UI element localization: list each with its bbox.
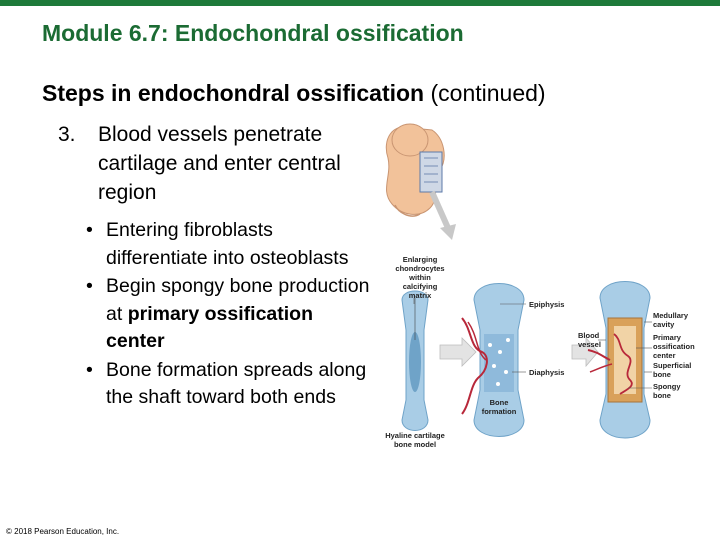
subtitle-bold: Steps in endochondral ossification — [42, 80, 425, 106]
bullet-item: • Entering fibroblasts differentiate int… — [86, 217, 376, 272]
label-superficial-bone: bone — [653, 370, 671, 379]
label-blood-vessel: vessel — [578, 340, 601, 349]
subtitle-rest: (continued) — [424, 80, 546, 106]
label-enlarging: calcifying — [403, 282, 438, 291]
bullet-bold-text: primary ossification center — [106, 302, 313, 353]
copyright-notice: © 2018 Pearson Education, Inc. — [6, 527, 120, 536]
embryo-illustration — [385, 123, 445, 217]
step-arrow — [439, 337, 477, 367]
label-hyaline: bone model — [394, 440, 436, 449]
label-hyaline: Hyaline cartilage — [385, 431, 445, 440]
bullet-item: • Bone formation spreads along the shaft… — [86, 357, 376, 412]
label-medullary-cavity: cavity — [653, 320, 675, 329]
label-epiphysis: Epiphysis — [529, 300, 564, 309]
bullet-dot: • — [86, 358, 93, 381]
label-blood-vessel: Blood — [578, 331, 600, 340]
label-enlarging: chondrocytes — [395, 264, 444, 273]
label-leader-lines — [413, 298, 652, 389]
vascularized-cartilage-model — [461, 283, 525, 437]
label-primary-center: center — [653, 351, 676, 360]
label-enlarging: within — [408, 273, 431, 282]
step-arrow — [571, 336, 599, 368]
bullet-dot: • — [86, 219, 93, 241]
label-superficial-bone: Superficial — [653, 361, 691, 370]
bullet-item: • Begin spongy bone production at primar… — [86, 273, 376, 356]
label-bone-formation: Bone — [490, 398, 509, 407]
label-primary-center: Primary — [653, 333, 682, 342]
bullet-text: Bone formation spreads along the shaft t… — [106, 358, 367, 409]
step-number: 3. — [58, 123, 76, 146]
label-spongy-bone: bone — [653, 391, 671, 400]
label-enlarging: matrix — [409, 291, 432, 300]
embryo-arrow — [429, 190, 451, 230]
slide-title: Module 6.7: Endochondral ossification — [42, 20, 464, 46]
hyaline-cartilage-model — [401, 290, 429, 431]
bullet-text: Entering fibroblasts differentiate into … — [106, 219, 349, 269]
slide-subtitle: Steps in endochondral ossification (cont… — [42, 80, 546, 107]
step-text: Blood vessels penetrate cartilage and en… — [98, 123, 341, 204]
ossified-bone-model — [587, 281, 651, 439]
label-primary-center: ossification — [653, 342, 695, 351]
bullet-dot: • — [86, 275, 93, 297]
label-medullary-cavity: Medullary — [653, 311, 689, 320]
label-spongy-bone: Spongy — [653, 382, 681, 391]
top-accent-bar — [0, 0, 720, 6]
label-enlarging: Enlarging — [403, 255, 438, 264]
label-bone-formation: formation — [482, 407, 517, 416]
bullet-list: • Entering fibroblasts differentiate int… — [86, 217, 376, 413]
label-diaphysis: Diaphysis — [529, 368, 564, 377]
bullet-text: Begin spongy bone production at — [106, 275, 370, 325]
